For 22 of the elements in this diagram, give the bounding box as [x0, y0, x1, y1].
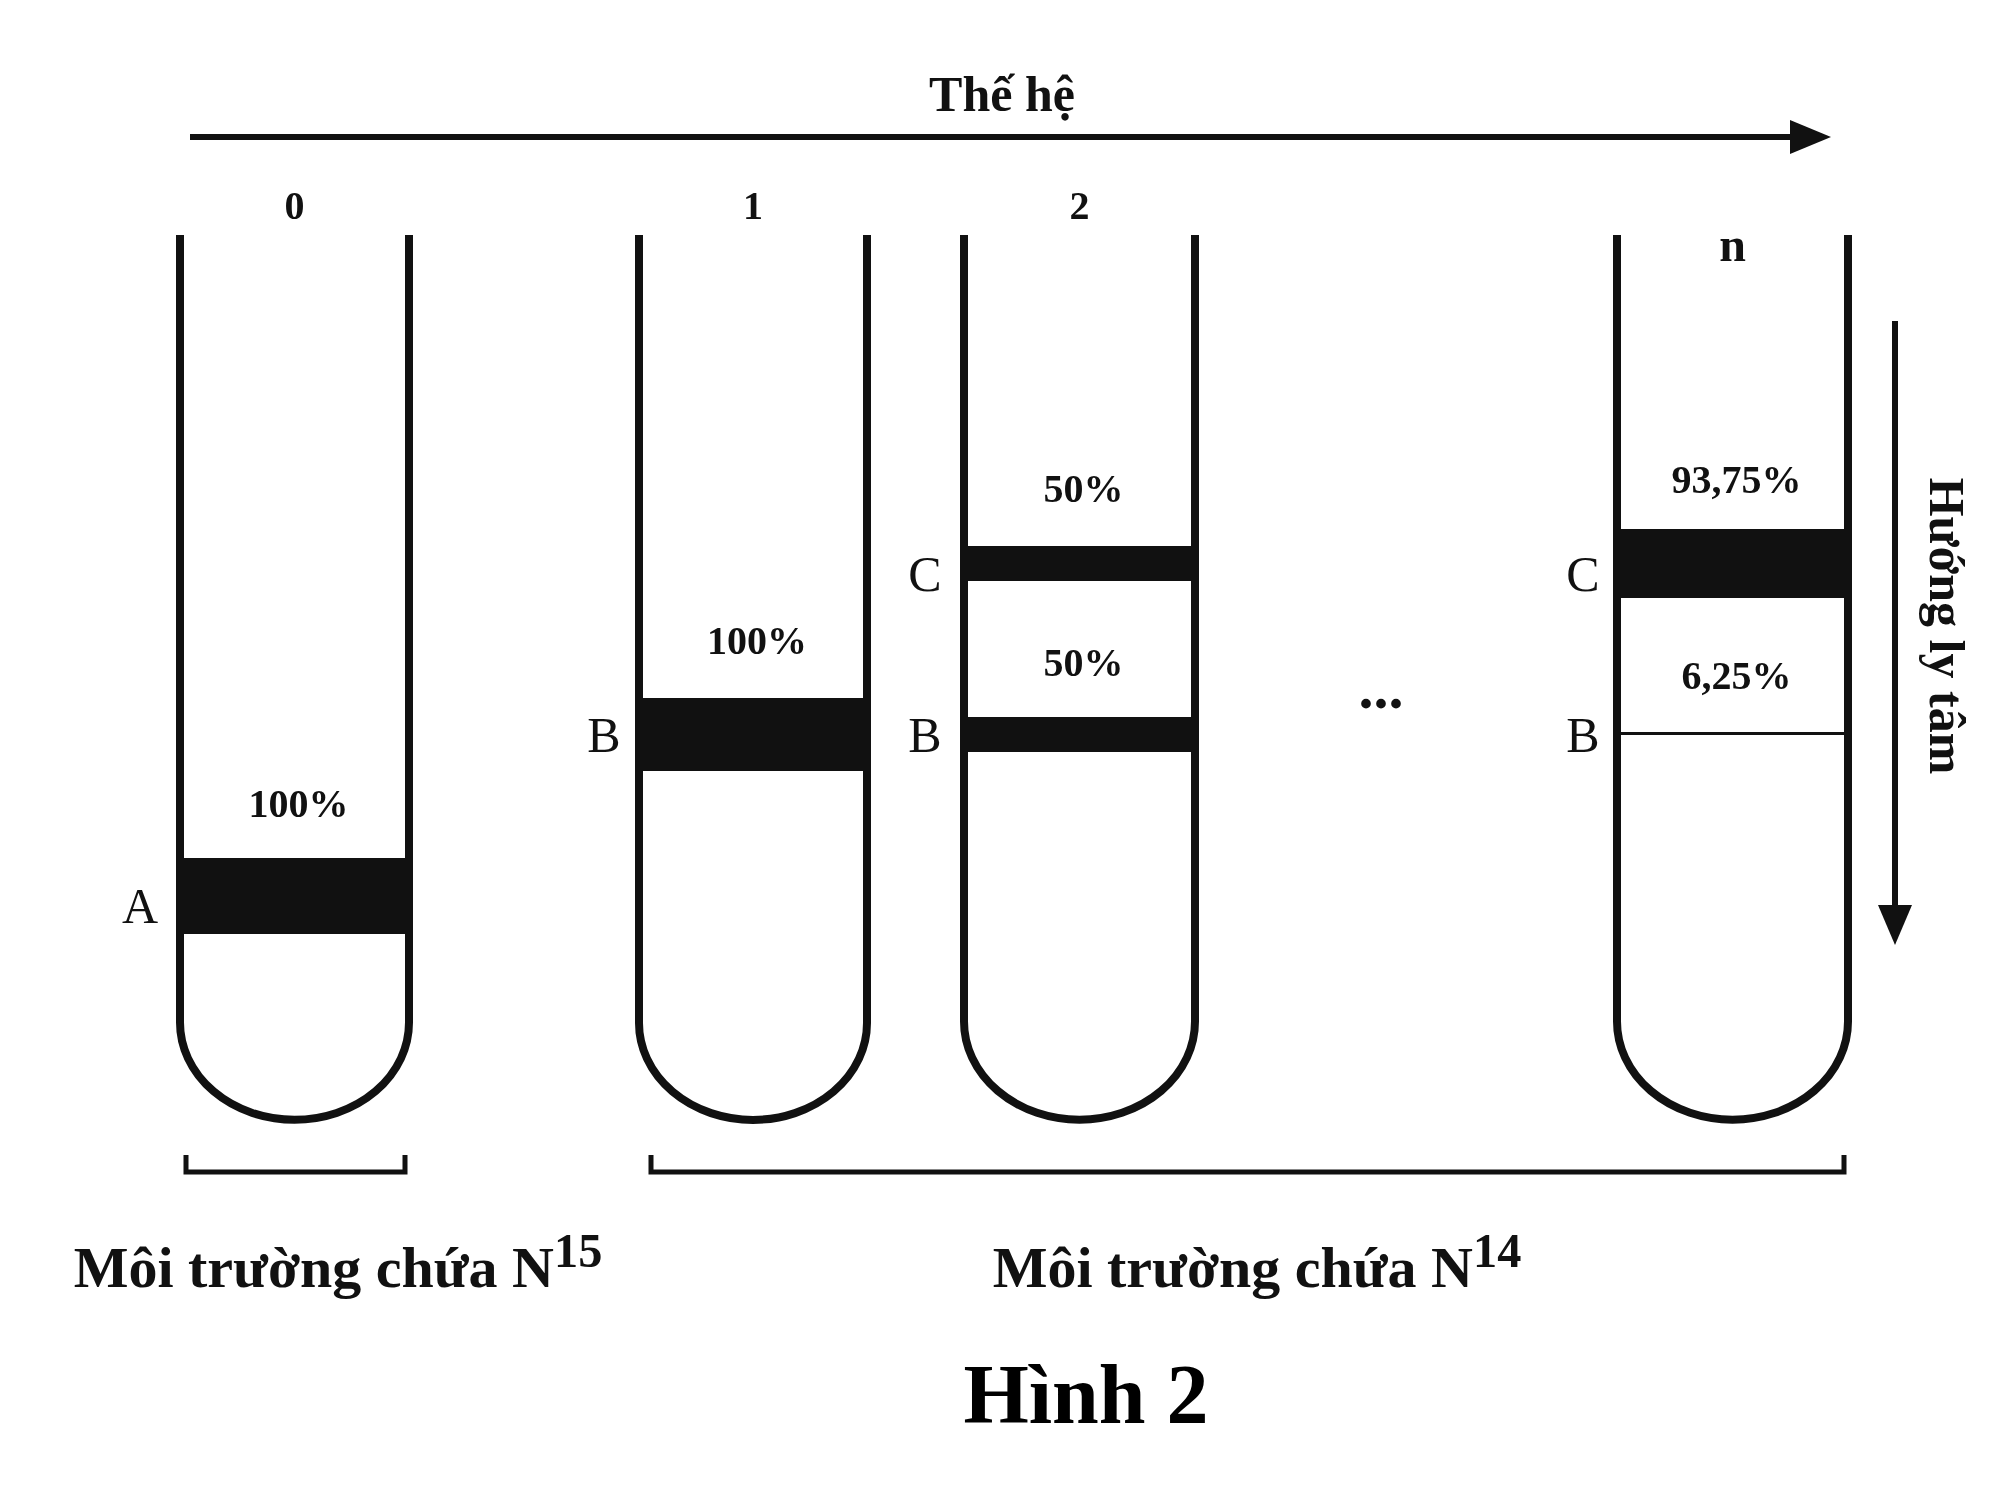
figure-caption: Hình 2: [963, 1346, 1209, 1443]
ellipsis: ...: [1358, 653, 1404, 723]
percentage-label: 6,25%: [1681, 651, 1792, 699]
band-letter: C: [1566, 545, 1600, 603]
label-text: Môi trường chứa N$^{14}$: [992, 1222, 1522, 1302]
generation-number: 0: [284, 181, 305, 229]
percentage-label: 50%: [1043, 464, 1124, 512]
band-letter: B: [587, 706, 621, 764]
label-text: Môi trường chứa N$^{15}$: [73, 1222, 603, 1302]
band-letter: C: [908, 545, 942, 603]
label-text: Thế hệ: [929, 65, 1075, 123]
percentage-label: 50%: [1043, 638, 1124, 686]
generation-number: n: [1719, 216, 1746, 272]
band-letter: B: [908, 706, 942, 764]
generation-number: 2: [1069, 181, 1090, 229]
band-letter: A: [121, 877, 159, 935]
percentage-label: 93,75%: [1671, 455, 1802, 503]
band-letter: B: [1566, 706, 1600, 764]
percentage-label: 100%: [248, 779, 349, 827]
generation-number: 1: [743, 181, 763, 229]
label-text: Hướng ly tâm: [1918, 477, 1976, 775]
percentage-label: 100%: [707, 616, 807, 664]
